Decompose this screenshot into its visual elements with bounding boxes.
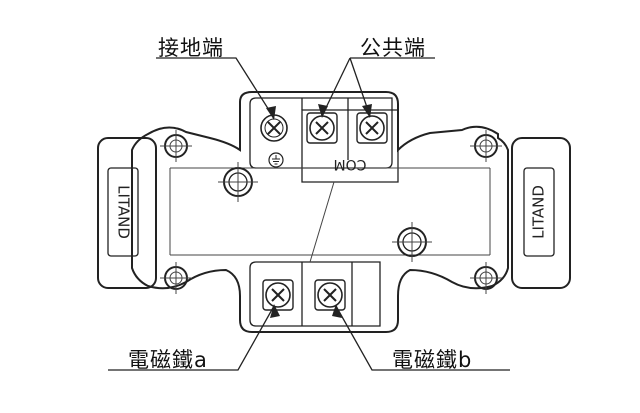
bottom-terminal-block (249, 261, 381, 327)
left-brand-text: LITAND (115, 185, 133, 239)
coil-a-leader (108, 305, 275, 371)
arrow-common-2 (362, 104, 372, 118)
mount-hole-top-right (470, 130, 502, 162)
left-brand-inner (107, 167, 139, 257)
coil-b-label: 電磁鐵b (392, 348, 473, 372)
coil-b-terminal-screw (314, 279, 346, 311)
housing-outline (131, 91, 509, 333)
mount-hole-bottom-left (160, 262, 192, 294)
common-terminal-label: 公共端 (360, 36, 426, 60)
inner-diagonal (309, 181, 335, 263)
arrow-coil-a (270, 304, 280, 318)
right-brand-plate (511, 137, 571, 289)
earth-ground-icon (268, 152, 284, 168)
com-terminal-screw-2 (356, 112, 388, 144)
com-terminal-screw-1 (306, 112, 338, 144)
boss-left (218, 162, 258, 202)
right-brand-inner (523, 167, 555, 257)
arrow-coil-b (332, 304, 342, 318)
ground-leader (156, 57, 275, 119)
right-brand-text: LITAND (530, 185, 548, 239)
arrow-ground (266, 106, 276, 120)
boss-right (392, 222, 432, 262)
arrow-common-1 (318, 104, 328, 118)
com-text: COM (334, 156, 367, 172)
left-brand-plate (97, 137, 157, 289)
coil-a-terminal-screw (262, 279, 294, 311)
coil-a-label: 電磁鐵a (128, 348, 208, 372)
mount-hole-bottom-right (470, 262, 502, 294)
mount-hole-top-left (160, 130, 192, 162)
top-terminal-block (249, 97, 393, 169)
ground-terminal-label: 接地端 (158, 36, 224, 60)
coil-b-leader (335, 305, 510, 371)
